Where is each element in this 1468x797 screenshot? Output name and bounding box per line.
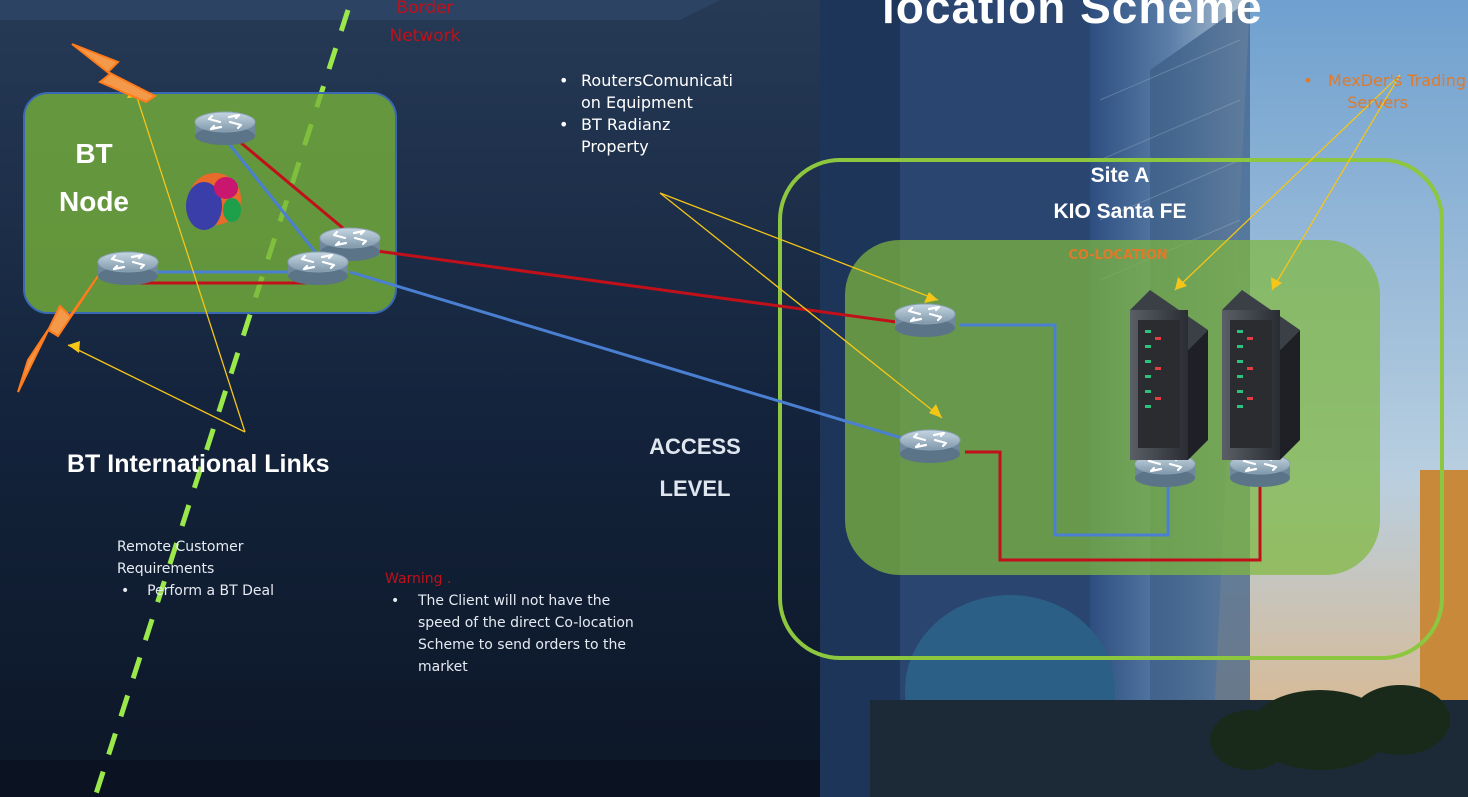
lightning-icon <box>17 275 99 393</box>
router-icon <box>898 428 962 465</box>
colocation-label: CO-LOCATION <box>1068 248 1168 263</box>
servers-label: • MexDer's Trading Servers <box>1303 71 1466 112</box>
border-network-label: Border Network <box>389 0 461 46</box>
access-level-label: ACCESS LEVEL <box>649 434 741 501</box>
router-icon <box>193 110 257 147</box>
page-title: location Scheme <box>882 0 1263 33</box>
bt-logo-icon <box>186 173 241 230</box>
warning-note: Warning . • The Client will not have the… <box>385 568 634 678</box>
router-icon <box>286 250 350 287</box>
remote-requirements: Remote Customer Requirements • Perform a… <box>117 539 274 599</box>
router-icon <box>893 302 957 339</box>
warning-heading: Warning . <box>385 571 452 587</box>
router-icon <box>96 250 160 287</box>
lightning-icon <box>71 43 157 104</box>
bt-node-label: BT Node <box>59 138 129 217</box>
intl-links-label: BT International Links <box>67 450 330 478</box>
site-a-label: Site A KIO Santa FE <box>1053 164 1187 223</box>
